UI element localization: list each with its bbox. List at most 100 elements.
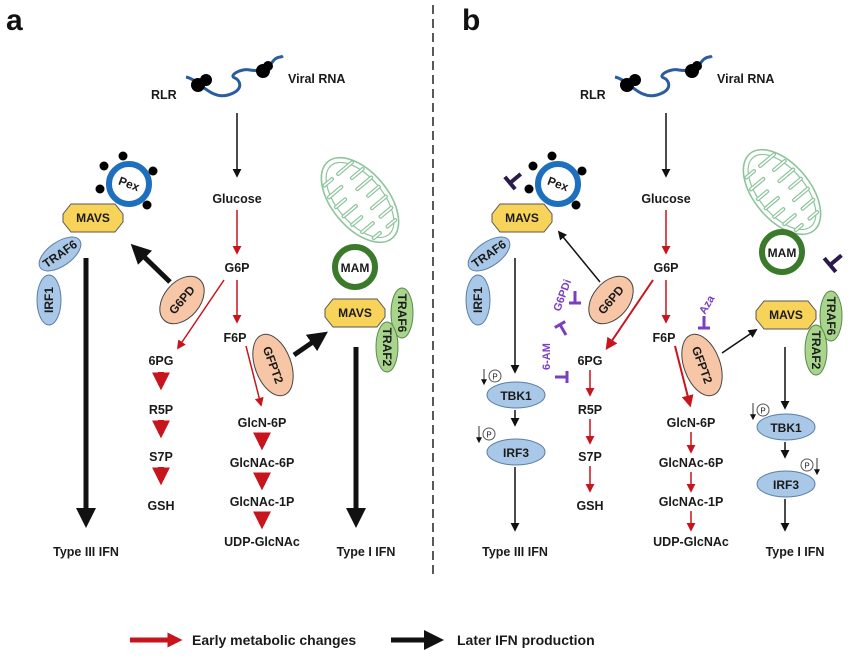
ppp-chain-b: 6PG R5P S7P GSH <box>576 354 603 513</box>
phospho-tbk1-right: P <box>750 403 770 421</box>
svg-text:P: P <box>492 373 497 382</box>
6am-label: 6-AM <box>541 343 553 370</box>
mavs-mam-node: MAVS <box>324 298 386 328</box>
arrow-g6pd-mavs <box>130 243 172 284</box>
panel-a: a RLR Viral RNA Glucose G6P F6P Pex <box>6 4 416 559</box>
traf6-left-node: TRAF6 <box>38 236 82 272</box>
irf1-node-b: IRF1 <box>465 274 491 326</box>
svg-text:TRAF6: TRAF6 <box>824 297 838 336</box>
svg-text:6PG: 6PG <box>577 354 602 368</box>
gfpt2-node: GFPT2 <box>252 333 294 397</box>
irf3-left-node: IRF3 <box>486 438 546 466</box>
type1-label-b: Type I IFN <box>766 545 825 559</box>
svg-text:GlcNAc-6P: GlcNAc-6P <box>659 456 724 470</box>
inhibitor-g6pdi <box>569 291 581 305</box>
tbk1-right-node: TBK1 <box>756 413 816 441</box>
svg-text:P: P <box>486 431 491 440</box>
phospho-irf3-left: P <box>476 426 496 444</box>
panel-b-label: b <box>462 4 480 37</box>
glucose-label: Glucose <box>212 192 261 206</box>
svg-text:MAVS: MAVS <box>505 211 539 225</box>
svg-text:MAVS: MAVS <box>769 308 803 322</box>
f6p-label-b: F6P <box>653 331 676 345</box>
mavs-mam-node-b: MAVS <box>755 300 817 330</box>
g6pdi-label: G6PDi <box>552 278 575 313</box>
irf1-node: IRF1 <box>36 274 62 326</box>
viral-rna-label: Viral RNA <box>288 72 345 86</box>
svg-text:S7P: S7P <box>578 450 602 464</box>
hbp-chain: GlcN-6P GlcNAc-6P GlcNAc-1P UDP-GlcNAc <box>224 416 300 549</box>
ppp-s7p: S7P <box>149 450 173 464</box>
panel-a-label: a <box>6 4 23 37</box>
phospho-irf3-right: P <box>800 458 820 476</box>
svg-text:MAVS: MAVS <box>338 306 372 320</box>
tbk1-left-node: TBK1 <box>486 381 546 409</box>
arrow-f6p-glcn6p <box>245 345 264 407</box>
type3-label: Type III IFN <box>53 545 119 559</box>
mam-node: MAM <box>332 244 378 290</box>
svg-text:UDP-GlcNAc: UDP-GlcNAc <box>653 535 729 549</box>
irf3-right-node: IRF3 <box>756 470 816 498</box>
arrow-gfpt2-mavs <box>292 331 328 358</box>
mavs-pex-node: MAVS <box>62 203 124 233</box>
glucose-label-b: Glucose <box>641 192 690 206</box>
traf2-node: TRAF2 <box>375 321 399 373</box>
inhibitor-6am-g6pd <box>554 320 568 336</box>
hbp-glcn6p: GlcN-6P <box>238 416 287 430</box>
g6p-label: G6P <box>224 261 249 275</box>
inhibitor-6am-6pg <box>555 371 569 383</box>
svg-text:IRF1: IRF1 <box>42 287 56 313</box>
svg-text:TBK1: TBK1 <box>770 421 802 435</box>
hbp-udpglcnac: UDP-GlcNAc <box>224 535 300 549</box>
mitochondrion-icon <box>304 141 416 259</box>
g6pd-node: G6PD <box>159 275 205 325</box>
svg-text:TRAF2: TRAF2 <box>809 331 823 370</box>
svg-text:MAM: MAM <box>341 261 370 275</box>
legend: Early metabolic changes Later IFN produc… <box>130 630 595 650</box>
mavs-pex-node-b: MAVS <box>491 203 553 233</box>
svg-text:IRF1: IRF1 <box>471 287 485 313</box>
traf6-left-node-b: TRAF6 <box>467 236 511 272</box>
rlr-label-b: RLR <box>580 88 606 102</box>
svg-text:GSH: GSH <box>576 499 603 513</box>
svg-text:R5P: R5P <box>578 403 602 417</box>
hbp-chain-b: GlcN-6P GlcNAc-6P GlcNAc-1P UDP-GlcNAc <box>653 416 729 549</box>
svg-text:IRF3: IRF3 <box>773 478 799 492</box>
ppp-chain: 6PG R5P S7P GSH <box>147 354 174 513</box>
aza-label: Aza <box>697 293 718 317</box>
svg-text:IRF3: IRF3 <box>503 446 529 460</box>
gfpt2-node-b: GFPT2 <box>681 333 723 397</box>
svg-text:TBK1: TBK1 <box>500 389 532 403</box>
svg-text:MAVS: MAVS <box>76 211 110 225</box>
traf6-right-node-b: TRAF6 <box>819 290 843 342</box>
svg-text:TRAF6: TRAF6 <box>395 294 409 333</box>
svg-text:TRAF2: TRAF2 <box>380 328 394 367</box>
legend-early-label: Early metabolic changes <box>192 632 356 648</box>
hbp-glcnac6p: GlcNAc-6P <box>230 456 295 470</box>
g6p-label-b: G6P <box>653 261 678 275</box>
ppp-6pg: 6PG <box>148 354 173 368</box>
legend-later-label: Later IFN production <box>457 632 595 648</box>
inhibitor-mam-mavs <box>822 253 843 274</box>
phospho-tbk1-left: P <box>481 369 502 386</box>
ppp-gsh: GSH <box>147 499 174 513</box>
ppp-r5p: R5P <box>149 403 173 417</box>
type3-label-b: Type III IFN <box>482 545 548 559</box>
svg-text:P: P <box>804 462 809 471</box>
rlr-label: RLR <box>151 88 177 102</box>
svg-text:GlcN-6P: GlcN-6P <box>667 416 716 430</box>
traf2-node-b: TRAF2 <box>804 324 828 376</box>
peroxisome-icon-b: Pex <box>524 151 587 210</box>
svg-text:P: P <box>760 407 765 416</box>
arrow-g6p-6pg <box>176 279 225 350</box>
viral-rna-icon-b <box>614 54 713 98</box>
pex-label: Pex <box>117 174 142 195</box>
inhibitor-aza <box>698 316 710 330</box>
hbp-glcnac1p: GlcNAc-1P <box>230 495 295 509</box>
svg-text:Pex: Pex <box>546 174 571 195</box>
viral-rna-icon <box>185 54 284 98</box>
f6p-label: F6P <box>224 331 247 345</box>
type1-label: Type I IFN <box>337 545 396 559</box>
viral-rna-label-b: Viral RNA <box>717 72 774 86</box>
